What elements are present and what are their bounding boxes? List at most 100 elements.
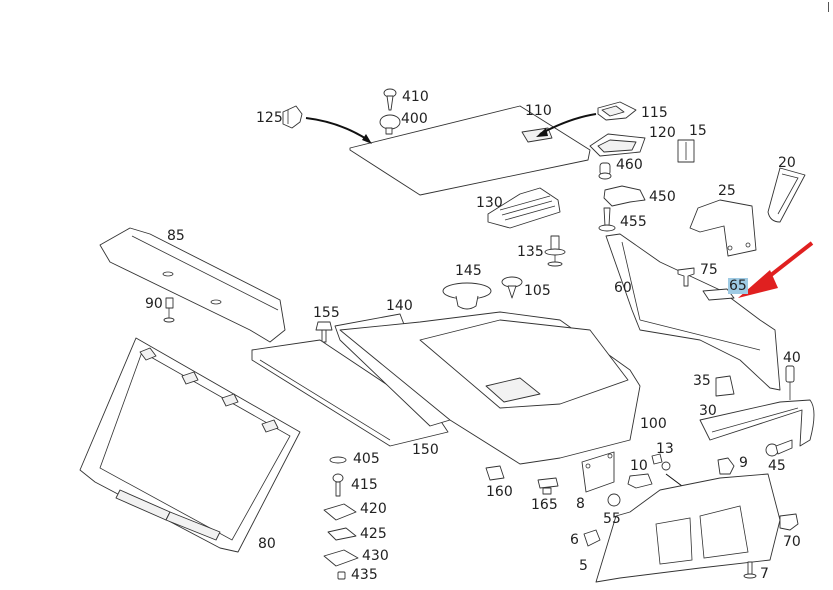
part-70-clip <box>779 513 799 531</box>
label-20: 20 <box>778 155 796 171</box>
label-45: 45 <box>768 458 786 474</box>
part-10-clip <box>627 473 653 489</box>
label-140: 140 <box>386 298 413 314</box>
label-420: 420 <box>360 501 387 517</box>
label-90: 90 <box>145 296 163 312</box>
part-45-screw <box>765 439 793 457</box>
label-105: 105 <box>524 283 551 299</box>
label-450: 450 <box>649 189 676 205</box>
part-450-latch <box>603 185 646 207</box>
part-60-side-trim <box>605 233 781 391</box>
label-10: 10 <box>630 458 648 474</box>
label-100: 100 <box>640 416 667 432</box>
label-30: 30 <box>699 403 717 419</box>
part-85-rail <box>99 227 286 343</box>
label-7: 7 <box>760 566 769 582</box>
part-40-clip <box>785 365 795 400</box>
part-400-knob <box>379 114 401 135</box>
red-callout-arrow <box>738 241 814 298</box>
part-125-clip <box>282 105 303 129</box>
part-155-bolt <box>315 321 333 343</box>
label-75: 75 <box>700 262 718 278</box>
label-40: 40 <box>783 350 801 366</box>
label-430: 430 <box>362 548 389 564</box>
label-155: 155 <box>313 305 340 321</box>
part-160-block <box>485 465 505 481</box>
part-80-back-panel <box>79 337 301 553</box>
label-125: 125 <box>256 110 283 126</box>
label-115: 115 <box>641 105 668 121</box>
part-30-bar <box>699 399 815 447</box>
part-105-clip <box>501 276 523 299</box>
arrow-125-to-110 <box>305 117 369 141</box>
label-145: 145 <box>455 263 482 279</box>
part-90-clip <box>163 297 175 323</box>
label-9: 9 <box>739 455 748 471</box>
part-15-clip <box>677 139 695 163</box>
label-455: 455 <box>620 214 647 230</box>
part-415-bolt <box>332 473 344 497</box>
part-110-floor-cover <box>349 105 591 196</box>
part-35-pad <box>715 375 735 397</box>
label-15: 15 <box>689 123 707 139</box>
part-13-screw <box>651 453 671 471</box>
part-25-bracket <box>689 199 757 257</box>
part-6-clip <box>583 529 601 547</box>
part-460-bolt <box>598 162 612 180</box>
part-405-washer <box>329 456 347 464</box>
part-145-grommet <box>442 282 492 310</box>
label-435: 435 <box>351 567 378 583</box>
part-150-floor-board <box>251 339 449 447</box>
part-7-screw <box>743 561 757 579</box>
label-150: 150 <box>412 442 439 458</box>
part-65-pad <box>702 288 735 301</box>
label-85: 85 <box>167 228 185 244</box>
part-9-clip <box>717 457 735 475</box>
label-425: 425 <box>360 526 387 542</box>
part-130-tray <box>487 187 561 229</box>
part-120-frame <box>589 133 646 157</box>
label-65-highlighted: 65 <box>728 278 748 294</box>
label-35: 35 <box>693 373 711 389</box>
label-25: 25 <box>718 183 736 199</box>
label-5: 5 <box>579 558 588 574</box>
part-165-clip <box>537 477 559 495</box>
part-5-side-trim <box>595 473 781 583</box>
label-110: 110 <box>525 103 552 119</box>
arrow-13 <box>665 473 683 487</box>
label-13: 13 <box>656 441 674 457</box>
label-460: 460 <box>616 157 643 173</box>
label-130: 130 <box>476 195 503 211</box>
label-400: 400 <box>401 111 428 127</box>
label-415: 415 <box>351 477 378 493</box>
part-115-handle <box>597 101 637 121</box>
part-410-screw <box>383 88 397 111</box>
part-75-clip <box>677 267 695 287</box>
part-55-washer <box>607 493 621 507</box>
part-435-plug <box>337 571 346 580</box>
label-55: 55 <box>603 511 621 527</box>
part-20-loop <box>767 167 806 223</box>
edge-mark <box>828 2 829 12</box>
label-80: 80 <box>258 536 276 552</box>
label-165: 165 <box>531 497 558 513</box>
part-425-cap <box>327 527 357 541</box>
part-455-screw <box>598 207 616 232</box>
label-135: 135 <box>517 244 544 260</box>
label-120: 120 <box>649 125 676 141</box>
label-8: 8 <box>576 496 585 512</box>
part-135-bolt <box>544 235 566 267</box>
part-8-plate <box>581 451 615 493</box>
label-60: 60 <box>614 280 632 296</box>
label-410: 410 <box>402 89 429 105</box>
part-100-tub <box>339 311 641 465</box>
label-405: 405 <box>353 451 380 467</box>
label-160: 160 <box>486 484 513 500</box>
label-70: 70 <box>783 534 801 550</box>
label-6: 6 <box>570 532 579 548</box>
arrow-head <box>362 134 372 144</box>
part-430-bezel <box>323 549 359 567</box>
part-420-cover <box>323 503 357 521</box>
